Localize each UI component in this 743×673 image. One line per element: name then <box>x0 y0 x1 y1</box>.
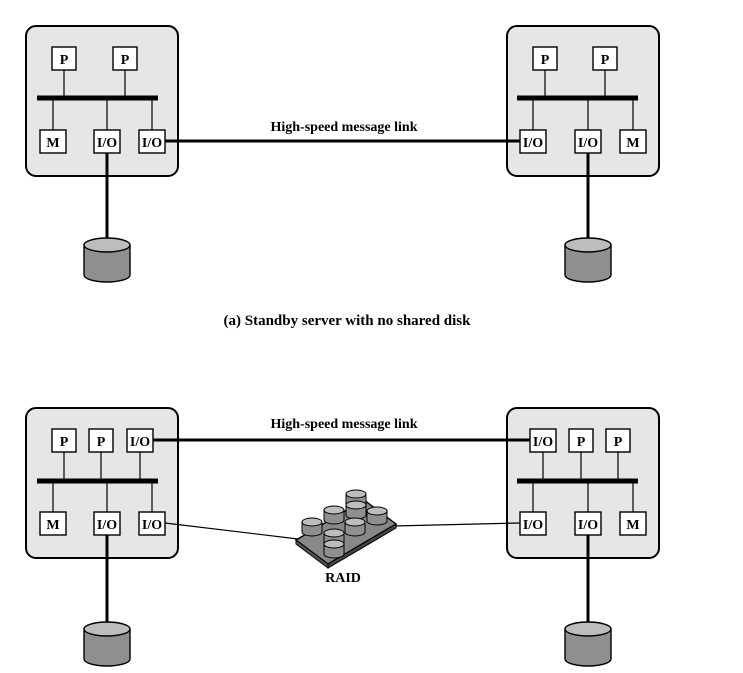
io-label: I/O <box>142 136 162 151</box>
server-b-right: I/O P P I/O I/O M <box>506 407 660 622</box>
io-label: I/O <box>523 518 543 533</box>
processor-label: P <box>60 53 69 68</box>
caption-a: (a) Standby server with no shared disk <box>224 313 472 329</box>
io-label: I/O <box>142 518 162 533</box>
processor-box <box>605 428 631 453</box>
memory-box <box>619 129 647 154</box>
io-label: I/O <box>578 518 598 533</box>
memory-label: M <box>626 518 639 533</box>
io-label: I/O <box>533 435 553 450</box>
message-link-label: High-speed message link <box>270 120 417 135</box>
server-a-left: P P M I/O I/O <box>25 25 179 238</box>
processor-label: P <box>60 435 69 450</box>
memory-box <box>39 511 67 536</box>
diagram-b: P P I/O M I/O I/O I/O P <box>25 407 660 667</box>
memory-label: M <box>46 518 59 533</box>
io-label: I/O <box>578 136 598 151</box>
memory-label: M <box>46 136 59 151</box>
raid-label: RAID <box>325 571 361 586</box>
memory-box <box>39 129 67 154</box>
io-label: I/O <box>523 136 543 151</box>
raid-array-icon <box>294 489 398 569</box>
processor-label: P <box>614 435 623 450</box>
server-b-left: P P I/O M I/O I/O <box>25 407 179 622</box>
io-label: I/O <box>130 435 150 450</box>
diagram-a: P P M I/O I/O P P I/O I/ <box>25 25 660 329</box>
processor-box <box>112 46 138 71</box>
processor-label: P <box>541 53 550 68</box>
raid-connection <box>392 522 521 527</box>
processor-box <box>51 46 77 71</box>
processor-box <box>568 428 594 453</box>
processor-label: P <box>577 435 586 450</box>
memory-box <box>619 511 647 536</box>
processor-box <box>51 428 77 453</box>
memory-label: M <box>626 136 639 151</box>
message-link-label: High-speed message link <box>270 417 417 432</box>
processor-label: P <box>601 53 610 68</box>
io-label: I/O <box>97 518 117 533</box>
disk-icon <box>83 237 131 283</box>
disk-icon <box>564 621 612 667</box>
processor-box <box>592 46 618 71</box>
processor-label: P <box>97 435 106 450</box>
processor-box <box>532 46 558 71</box>
disk-icon <box>83 621 131 667</box>
server-a-right: P P I/O I/O M <box>506 25 660 238</box>
io-label: I/O <box>97 136 117 151</box>
processor-label: P <box>121 53 130 68</box>
disk-icon <box>564 237 612 283</box>
raid-connection <box>164 522 299 540</box>
processor-box <box>88 428 114 453</box>
